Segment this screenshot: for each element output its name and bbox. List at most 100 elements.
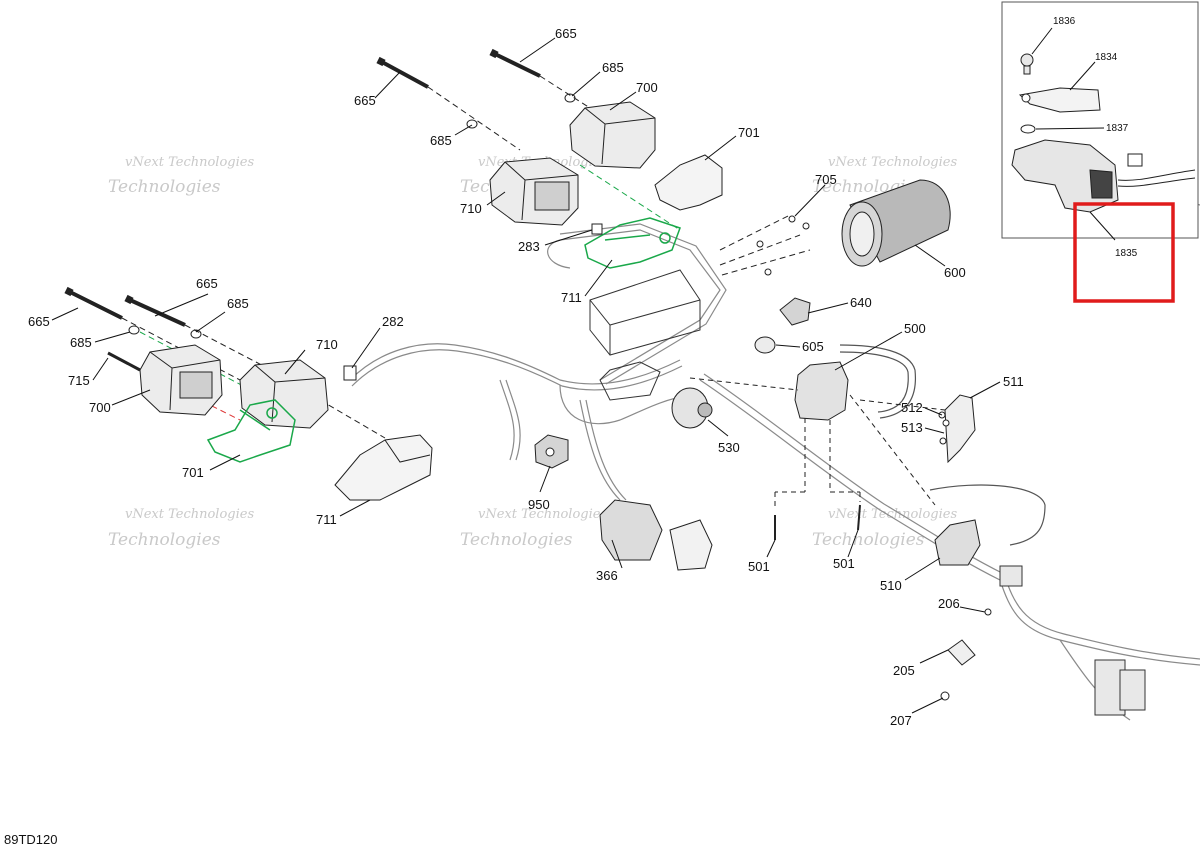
callout-715: 715 [68,373,90,388]
callout-511: 511 [1003,374,1024,389]
bracket-701-left [206,399,296,463]
watermark-mid-left: vNext Technologies Technologies [108,507,254,550]
watermark-mid-right: vNext Technologies Technologies [812,507,957,550]
clip-205-206-207 [940,608,992,701]
callout-700: 700 [89,400,111,415]
bracket-711-top [584,217,681,269]
bracket-711-left [334,434,433,501]
washer-685-left [128,325,202,339]
housing-510 [934,519,981,566]
inset-housing [1011,139,1196,213]
highlight-box [1073,202,1175,303]
callout-701: 701 [738,125,760,140]
callout-705: 705 [815,172,837,187]
callout-605: 605 [802,339,824,354]
callout-366: 366 [596,568,618,583]
bolt-715 [107,351,141,372]
callout-530: 530 [718,440,740,455]
callout-711: 711 [561,290,582,305]
assembly-lines-501 [689,377,946,510]
callout-665: 665 [196,276,218,291]
callout-685: 685 [602,60,624,75]
watermark-line2: Technologies [460,530,573,550]
callout-1837: 1837 [1106,123,1129,134]
watermark-line1: vNext Technologies [125,155,254,170]
connector-282 [343,365,357,381]
callout-711: 711 [316,512,337,527]
actuator-710-left [239,359,329,429]
bolts-501 [774,504,861,540]
socket-950 [534,434,569,469]
sensor-530 [671,387,713,429]
callout-282: 282 [382,314,404,329]
inset-detail: 1836 1834 1837 1835 [1001,1,1199,259]
bezel-605 [754,336,776,354]
inset-leaders [1031,27,1116,241]
harness-junction-box [589,269,701,401]
callout-1834: 1834 [1095,52,1118,63]
callout-665: 665 [28,314,50,329]
handlebar [839,344,1046,546]
callout-501: 501 [748,559,770,574]
callout-207: 207 [890,713,912,728]
watermark-line2: Technologies [108,177,221,197]
screws-512-513 [938,411,950,445]
cover-600 [841,179,951,267]
bolt-665-left-b [124,294,186,327]
callout-665: 665 [555,26,577,41]
watermark-mid-center: vNext Technologies Technologies [460,507,607,550]
callout-600: 600 [944,265,966,280]
callout-665: 665 [354,93,376,108]
bracket-511 [944,394,976,464]
callout-labels: 665 665 685 685 715 700 710 701 711 282 … [28,26,1024,728]
housing-500 [794,361,849,421]
watermark-line1: vNext Technologies [125,507,254,522]
connector-cluster-right [999,565,1146,716]
inset-plate-1834 [1018,87,1101,113]
watermark-line1: vNext Technologies [478,507,607,522]
callout-206: 206 [938,596,960,611]
bracket-701-top [654,154,723,211]
inset-washer-1837 [1020,124,1036,134]
switch-640 [779,297,811,326]
callout-500: 500 [904,321,926,336]
watermark-line1: vNext Technologies [828,155,957,170]
callout-685: 685 [70,335,92,350]
callout-512: 512 [901,400,923,415]
bolt-665-top-a [376,56,429,89]
callout-1836: 1836 [1053,16,1076,27]
callout-510: 510 [880,578,902,593]
callout-685: 685 [430,133,452,148]
callout-710: 710 [316,337,338,352]
callout-640: 640 [850,295,872,310]
callout-501: 501 [833,556,855,571]
assembly-lines-top [427,75,811,276]
callout-1835: 1835 [1115,248,1138,259]
watermark-line2: Technologies [812,530,925,550]
callout-950: 950 [528,497,550,512]
callout-283: 283 [518,239,540,254]
washer-685-top [466,93,576,129]
callout-685: 685 [227,296,249,311]
callout-701: 701 [182,465,204,480]
callout-513: 513 [901,420,923,435]
wiring-harness [349,179,1200,721]
module-366 [599,499,713,571]
bolt-665-left-a [64,286,123,320]
inset-labels: 1836 1834 1837 1835 [1053,16,1138,259]
watermark-line2: Technologies [108,530,221,550]
actuator-700-top [569,101,656,169]
watermark-top-left: vNext Technologies Technologies [108,155,254,197]
leader-lines [51,37,1001,714]
connector-283 [591,223,603,235]
callout-205: 205 [893,663,915,678]
bolt-665-top-b [489,48,541,78]
callout-700: 700 [636,80,658,95]
inset-screw-1836 [1020,53,1034,75]
screws-705 [756,215,810,276]
actuator-700-left [139,344,223,416]
actuator-710-top [489,157,579,226]
drawing-id: 89TD120 [4,832,58,847]
callout-710: 710 [460,201,482,216]
